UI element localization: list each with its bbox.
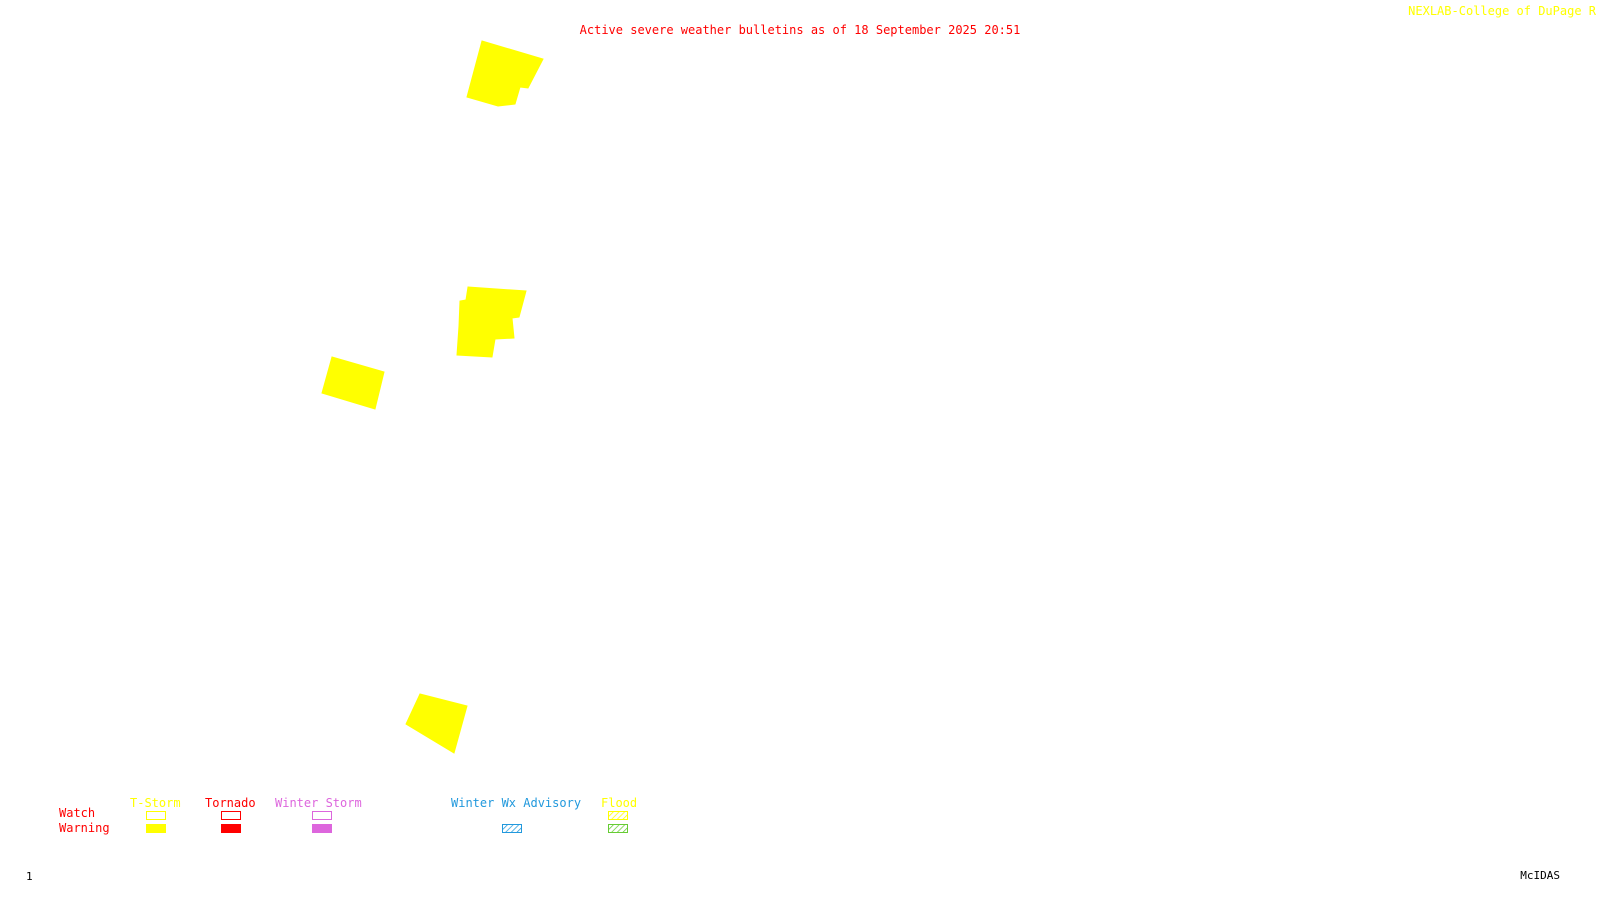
software-label: McIDAS <box>1520 869 1560 882</box>
legend-label-tornado: Tornado <box>205 796 256 810</box>
legend-label-winter-storm: Winter Storm <box>275 796 362 810</box>
legend-swatch-flood-warning <box>608 824 628 833</box>
legend-swatch-tornado-warning <box>221 824 241 833</box>
legend-swatch-winter-wx-advisory <box>502 824 522 833</box>
legend-swatch-tornado-watch <box>221 811 241 820</box>
frame-number: 1 <box>26 870 33 883</box>
legend-label-tstorm: T-Storm <box>130 796 181 810</box>
legend-swatch-winter-storm-warning <box>312 824 332 833</box>
tstorm-warning-polygon-west <box>321 356 385 410</box>
legend-row-label-watch: Watch <box>59 806 96 820</box>
legend-row-label-warning: Warning <box>59 821 110 835</box>
legend-swatch-winter-storm-watch <box>312 811 332 820</box>
source-credit: NEXLAB-College of DuPage R <box>1408 4 1596 18</box>
legend-swatch-tstorm-warning <box>146 824 166 833</box>
tstorm-warning-polygon-south <box>405 693 468 754</box>
tstorm-warning-polygon-central <box>456 286 527 358</box>
legend-label-winter-wx-advisory: Winter Wx Advisory <box>451 796 582 810</box>
tstorm-warning-polygon-north <box>466 40 544 107</box>
legend-swatch-tstorm-watch <box>146 811 166 820</box>
legend-label-flood: Flood <box>601 796 638 810</box>
bulletin-title: Active severe weather bulletins as of 18… <box>579 23 1021 37</box>
legend-swatch-flood-watch <box>608 811 628 820</box>
